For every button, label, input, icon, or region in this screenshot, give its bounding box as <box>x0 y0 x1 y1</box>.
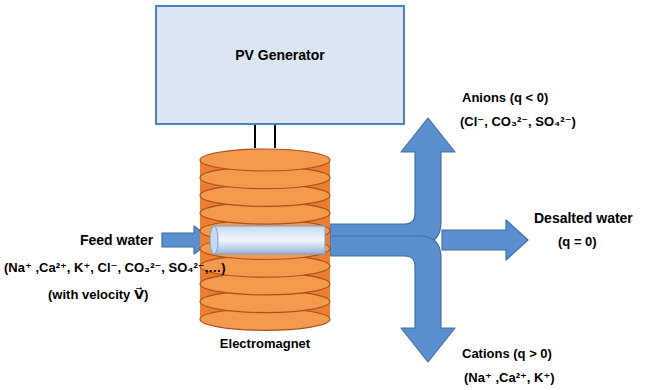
annotation-text: Cations (q > 0) <box>462 346 552 362</box>
component-label: Electromagnet <box>220 336 310 352</box>
annotation-text: Anions (q < 0) <box>462 90 548 106</box>
cation-arrow <box>330 236 455 362</box>
pipe <box>210 226 325 254</box>
electromagnet-coil: Electromagnet <box>198 148 332 354</box>
power-wire <box>254 125 256 148</box>
coil-windings <box>200 149 330 330</box>
pipe-body <box>214 226 325 254</box>
desalted-arrow <box>442 220 528 260</box>
anion-arrow <box>330 118 455 244</box>
power-wire <box>274 125 276 148</box>
pv-generator-box: PV Generator <box>155 5 405 125</box>
coil-body <box>200 160 330 320</box>
annotation-text: (Cl⁻, CO₃²⁻, SO₄²⁻) <box>460 114 576 130</box>
annotation-text: Desalted water <box>534 210 633 226</box>
annotation-text: (q = 0) <box>558 234 597 250</box>
annotation-text: (Na⁺ ,Ca²⁺, K⁺) <box>464 370 555 386</box>
annotation-text: (with velocity V⃗) <box>48 287 148 303</box>
coil-winding <box>200 149 330 171</box>
box-title: PV Generator <box>235 47 324 63</box>
pipe-end <box>210 226 218 254</box>
annotation-text: Feed water <box>80 232 153 248</box>
coil-drawing <box>198 148 332 334</box>
annotation-text: (Na⁺ ,Ca²⁺, K⁺, Cl⁻, CO₃²⁻, SO₄²⁻,…) <box>4 260 226 276</box>
